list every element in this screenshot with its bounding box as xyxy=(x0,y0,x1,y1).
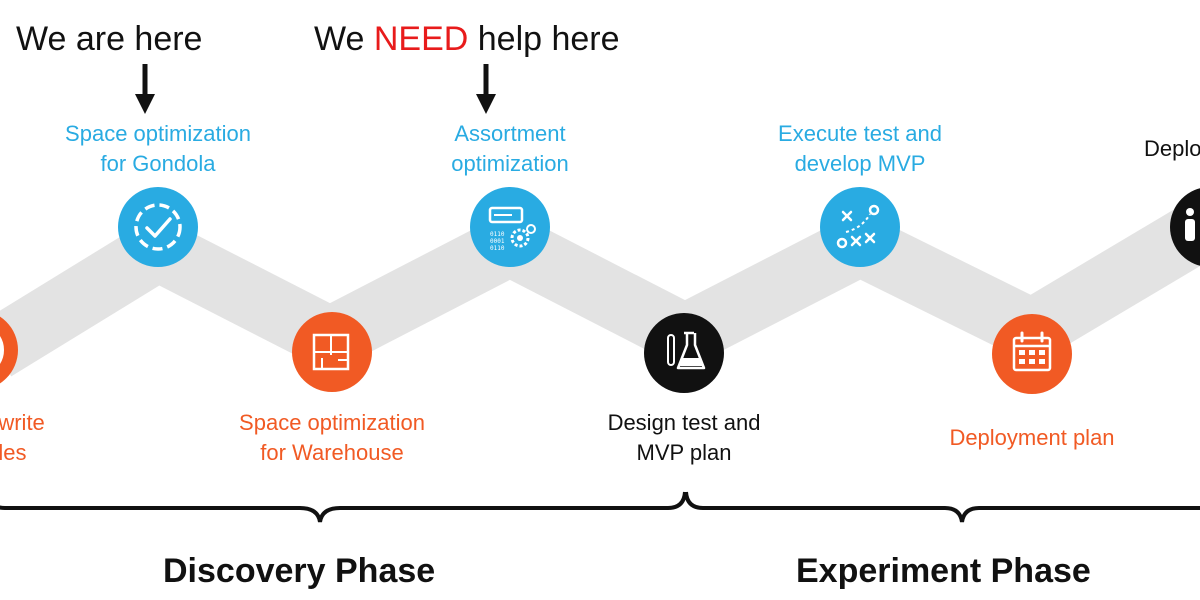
step-label-deploy: Deplo... xyxy=(1144,134,1200,164)
we-are-here-label: We are here xyxy=(16,20,203,58)
step-label-line: Deplo... xyxy=(1144,136,1200,161)
step-label-line: ...write xyxy=(0,410,45,435)
svg-text:0110: 0110 xyxy=(490,245,505,252)
strategy-play-icon xyxy=(820,187,900,267)
person-icon xyxy=(1170,188,1200,266)
step-label-assortment: Assortment optimization xyxy=(410,119,610,179)
experiment-phase-label: Experiment Phase xyxy=(796,552,1091,590)
experiment-brace xyxy=(684,491,1200,523)
calendar-icon xyxy=(992,314,1072,394)
step-label-execute: Execute test and develop MVP xyxy=(748,119,972,179)
step-label-line: Space optimization xyxy=(239,410,425,435)
step-label-deployment: Deployment plan xyxy=(922,423,1142,453)
step-label-line: develop MVP xyxy=(794,151,926,176)
need-highlight: NEED xyxy=(373,20,469,58)
step-label-line: for Gondola xyxy=(100,151,216,176)
svg-text:0110: 0110 xyxy=(490,231,505,238)
step-label-line: for Warehouse xyxy=(260,440,404,465)
step-label-line: Design test and xyxy=(607,410,761,435)
step-label-rewrite: ...write ...les xyxy=(0,408,60,468)
step-label-line: MVP plan xyxy=(636,440,732,465)
need-prefix: We xyxy=(314,20,374,58)
step-label-line: ...les xyxy=(0,440,27,465)
step-label-line: Assortment xyxy=(454,121,566,146)
floor-plan-icon xyxy=(292,312,372,392)
step-label-line: Space optimization xyxy=(65,121,251,146)
svg-text:0001: 0001 xyxy=(490,238,505,245)
lab-flask-icon xyxy=(644,313,724,393)
step-label-line: Deployment plan xyxy=(949,425,1115,450)
discovery-phase-label: Discovery Phase xyxy=(163,552,436,590)
need-suffix: help here xyxy=(468,20,620,58)
step-label-gondola: Space optimization for Gondola xyxy=(42,119,274,179)
step-label-line: optimization xyxy=(451,151,569,176)
step-label-warehouse: Space optimization for Warehouse xyxy=(212,408,452,468)
discovery-brace xyxy=(0,491,687,523)
step-label-design: Design test and MVP plan xyxy=(572,408,796,468)
arrow-down-icon xyxy=(135,64,155,114)
data-gears-icon: 0110 0001 0110 xyxy=(470,187,550,267)
step-label-line: Execute test and xyxy=(778,121,942,146)
dashed-check-circle-icon xyxy=(118,187,198,267)
zigzag-track xyxy=(0,203,1200,377)
arrow-down-icon xyxy=(476,64,496,114)
we-need-help-label: We NEED help here xyxy=(314,20,620,59)
target-icon xyxy=(0,316,18,384)
